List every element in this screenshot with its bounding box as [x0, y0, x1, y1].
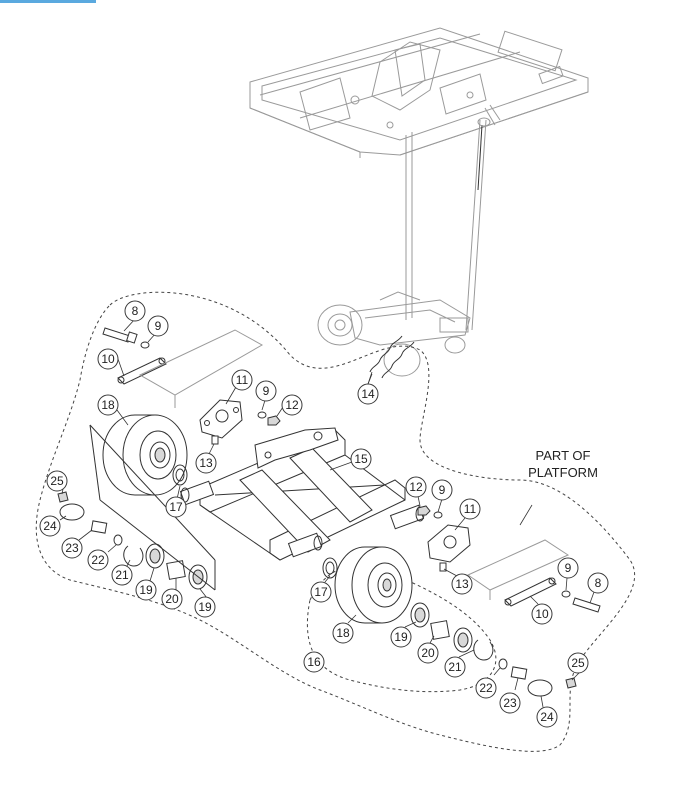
- svg-text:18: 18: [101, 398, 115, 412]
- callout-10: 10: [531, 603, 553, 625]
- svg-text:9: 9: [155, 319, 162, 333]
- svg-text:23: 23: [65, 541, 79, 555]
- left-hardware: [57, 327, 281, 591]
- platform-note-line2: PLATFORM: [528, 465, 598, 480]
- svg-text:25: 25: [50, 474, 64, 488]
- callout-19: 19: [135, 579, 157, 601]
- callout-19: 19: [194, 596, 216, 618]
- callout-22: 22: [87, 549, 109, 571]
- assembly-boundary: [35, 291, 636, 752]
- svg-text:10: 10: [535, 607, 549, 621]
- callout-19: 19: [390, 626, 412, 648]
- callout-18: 18: [332, 622, 354, 644]
- platform-note: PART OF PLATFORM: [528, 448, 598, 480]
- callout-9: 9: [431, 479, 453, 501]
- left-wheel: [102, 414, 188, 496]
- svg-text:10: 10: [101, 352, 115, 366]
- svg-text:9: 9: [263, 384, 270, 398]
- svg-text:16: 16: [307, 655, 321, 669]
- callout-17: 17: [165, 496, 187, 518]
- callout-11: 11: [459, 498, 481, 520]
- callout-9: 9: [255, 380, 277, 402]
- svg-text:22: 22: [91, 553, 105, 567]
- svg-text:12: 12: [285, 398, 299, 412]
- callout-9: 9: [147, 315, 169, 337]
- callout-13: 13: [451, 573, 473, 595]
- callout-12: 12: [405, 476, 427, 498]
- svg-text:22: 22: [479, 681, 493, 695]
- svg-text:14: 14: [361, 387, 375, 401]
- callout-8: 8: [587, 572, 609, 594]
- right-wheel: [334, 546, 413, 624]
- right-hardware: [322, 505, 601, 697]
- callout-11: 11: [231, 369, 253, 391]
- svg-text:25: 25: [571, 656, 585, 670]
- platform-frame: [249, 27, 589, 385]
- callout-22: 22: [475, 677, 497, 699]
- svg-text:17: 17: [169, 500, 183, 514]
- callout-21: 21: [111, 564, 133, 586]
- svg-text:21: 21: [448, 660, 462, 674]
- svg-text:12: 12: [409, 480, 423, 494]
- svg-text:11: 11: [464, 502, 477, 516]
- callout-23: 23: [499, 692, 521, 714]
- svg-text:20: 20: [165, 592, 179, 606]
- svg-text:20: 20: [421, 646, 435, 660]
- svg-text:13: 13: [455, 577, 469, 591]
- svg-text:15: 15: [354, 452, 368, 466]
- callout-20: 20: [417, 642, 439, 664]
- svg-text:24: 24: [43, 519, 57, 533]
- svg-text:19: 19: [139, 583, 153, 597]
- callout-13: 13: [195, 452, 217, 474]
- svg-text:19: 19: [198, 600, 212, 614]
- callouts: 8 9 10 11 9 12 14 18 13 15 25 17 24 23 2…: [39, 300, 609, 728]
- leader-lines: [59, 318, 595, 708]
- callout-10: 10: [97, 348, 119, 370]
- callout-15: 15: [350, 448, 372, 470]
- svg-text:21: 21: [115, 568, 129, 582]
- svg-text:11: 11: [236, 373, 249, 387]
- svg-text:8: 8: [595, 576, 602, 590]
- platform-note-line1: PART OF: [536, 448, 591, 463]
- callout-9: 9: [557, 557, 579, 579]
- svg-text:13: 13: [199, 456, 213, 470]
- callout-24: 24: [536, 706, 558, 728]
- svg-text:24: 24: [540, 710, 554, 724]
- callout-16: 16: [303, 651, 325, 673]
- callout-20: 20: [161, 588, 183, 610]
- callout-24: 24: [39, 515, 61, 537]
- svg-text:23: 23: [503, 696, 517, 710]
- axle-frame: [179, 427, 425, 561]
- svg-text:8: 8: [132, 304, 139, 318]
- callout-25: 25: [46, 470, 68, 492]
- callout-8: 8: [124, 300, 146, 322]
- callout-17: 17: [310, 581, 332, 603]
- accent-bar: [0, 0, 96, 3]
- callout-12: 12: [281, 394, 303, 416]
- svg-text:17: 17: [314, 585, 328, 599]
- svg-text:19: 19: [394, 630, 408, 644]
- callout-18: 18: [97, 394, 119, 416]
- callout-14: 14: [357, 383, 379, 405]
- svg-text:18: 18: [336, 626, 350, 640]
- svg-text:9: 9: [565, 561, 572, 575]
- callout-21: 21: [444, 656, 466, 678]
- svg-text:9: 9: [439, 483, 446, 497]
- callout-25: 25: [567, 652, 589, 674]
- callout-23: 23: [61, 537, 83, 559]
